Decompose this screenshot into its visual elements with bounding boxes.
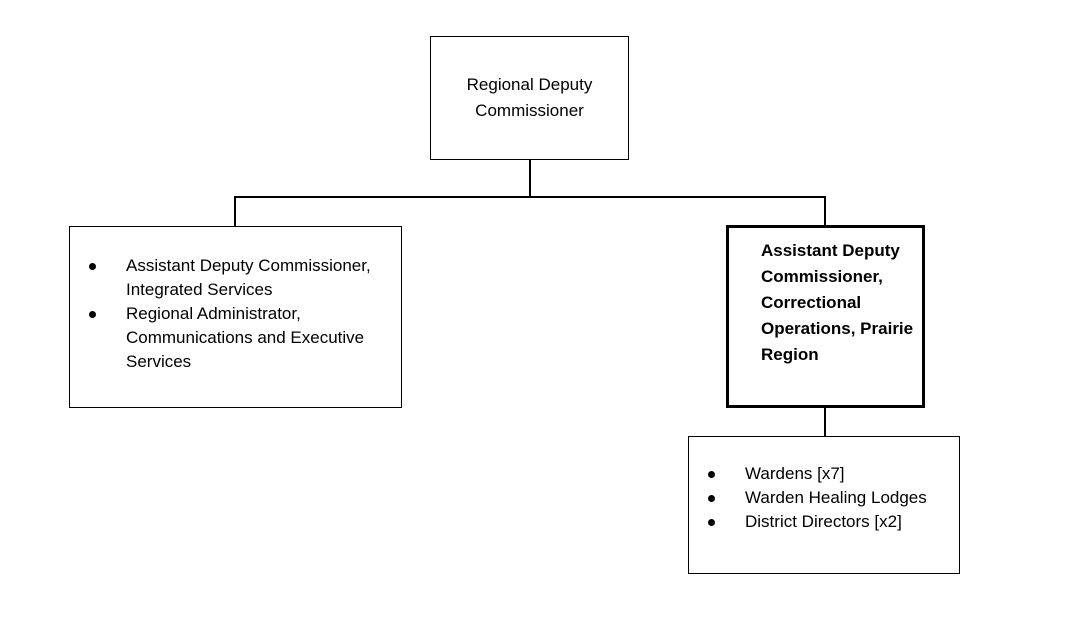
list-item-label: Regional Administrator, Communications a… xyxy=(126,304,365,371)
sub-node-box: Wardens [x7] Warden Healing Lodges Distr… xyxy=(688,436,960,574)
connector-left-down xyxy=(234,196,236,227)
list-item: Wardens [x7] xyxy=(708,462,955,486)
connector-root-down xyxy=(529,159,531,198)
list-item-label: Wardens [x7] xyxy=(745,464,845,483)
bullet-icon xyxy=(89,263,96,270)
list-item: Assistant Deputy Commissioner, Integrate… xyxy=(89,254,396,302)
bullet-icon xyxy=(708,519,715,526)
list-item-label: Warden Healing Lodges xyxy=(745,488,927,507)
left-node-list: Assistant Deputy Commissioner, Integrate… xyxy=(89,254,396,374)
list-item-label: Assistant Deputy Commissioner, Integrate… xyxy=(126,256,371,299)
list-item: District Directors [x2] xyxy=(708,510,955,534)
left-node-box: Assistant Deputy Commissioner, Integrate… xyxy=(69,226,402,408)
right-node-box: Assistant Deputy Commissioner, Correctio… xyxy=(726,225,925,408)
sub-node-list: Wardens [x7] Warden Healing Lodges Distr… xyxy=(708,462,955,534)
root-node-box: Regional Deputy Commissioner xyxy=(430,36,629,160)
connector-horizontal xyxy=(234,196,826,198)
list-item-label: District Directors [x2] xyxy=(745,512,902,531)
list-item: Warden Healing Lodges xyxy=(708,486,955,510)
connector-sub-down xyxy=(824,407,826,437)
right-node-label: Assistant Deputy Commissioner, Correctio… xyxy=(761,241,914,364)
connector-right-down xyxy=(824,196,826,226)
bullet-icon xyxy=(708,495,715,502)
bullet-icon xyxy=(89,311,96,318)
bullet-icon xyxy=(708,471,715,478)
root-node-label: Regional Deputy Commissioner xyxy=(466,75,593,120)
list-item: Regional Administrator, Communications a… xyxy=(89,302,396,374)
